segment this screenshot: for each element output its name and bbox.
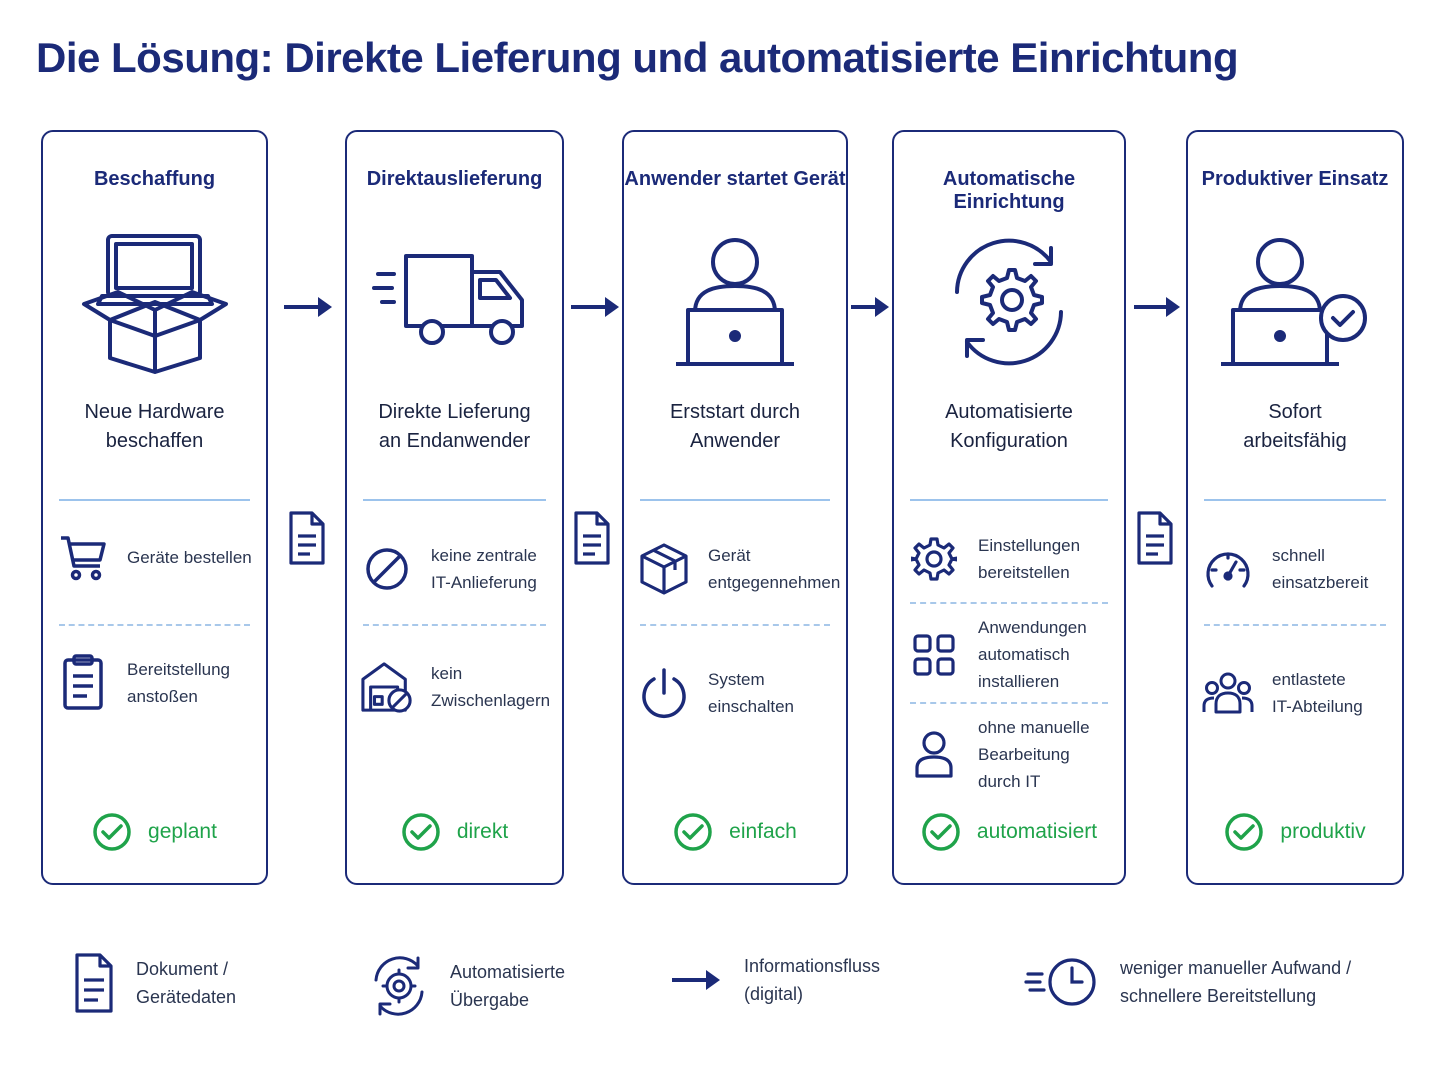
- legend-label: weniger manueller Aufwand / schnellere B…: [1120, 958, 1352, 1006]
- list-item: Geräte bestellen: [57, 532, 256, 582]
- step-heading: Direktauslieferung: [366, 168, 543, 190]
- status-badge: einfach: [624, 812, 846, 852]
- legend-item-flow: Informationsfluss (digital): [670, 952, 880, 1008]
- list-item-text: keine zentrale IT-Anlieferung: [431, 546, 537, 592]
- check-circle-icon: [402, 813, 440, 851]
- step-description: Sofort arbeitsfähig: [1243, 401, 1347, 452]
- list-item: ohne manuelle Bearbeitung durch IT: [908, 714, 1114, 795]
- dashed-separator: [363, 624, 546, 626]
- list-item-text: kein Zwischenlagern: [431, 664, 551, 710]
- legend-label: Informationsfluss (digital): [744, 956, 881, 1004]
- delivery-truck-icon: [347, 227, 562, 377]
- step-description: Erststart durch Anwender: [669, 401, 801, 452]
- speedometer-icon: [1202, 546, 1254, 592]
- user-icon: [908, 730, 960, 780]
- check-circle-icon: [1225, 813, 1264, 851]
- list-item: schnell einsatzbereit: [1202, 542, 1392, 596]
- dashed-separator: [59, 624, 250, 626]
- list-item: kein Zwischenlagern: [361, 659, 552, 715]
- step-card-direktauslieferung: Direktauslieferung Direkte Lieferung an …: [345, 130, 564, 885]
- separator: [910, 499, 1108, 501]
- separator: [363, 499, 546, 501]
- page-title: Die Lösung: Direkte Lieferung und automa…: [36, 34, 1239, 81]
- list-item: Anwendungen automatisch installieren: [908, 614, 1114, 695]
- package-icon: [638, 542, 690, 596]
- laptop-box-icon: [43, 227, 266, 377]
- legend-item-speed: weniger manueller Aufwand / schnellere B…: [1024, 952, 1351, 1012]
- legend-item-document: Dokument / Gerätedaten: [74, 952, 236, 1014]
- step-heading: Anwender startet Gerät: [624, 168, 846, 190]
- status-label: einfach: [729, 820, 797, 843]
- status-badge: geplant: [43, 812, 266, 852]
- list-item-text: schnell einsatzbereit: [1272, 546, 1369, 592]
- check-circle-icon: [922, 813, 960, 851]
- cart-icon: [57, 532, 109, 582]
- dashed-separator: [910, 702, 1108, 704]
- list-item-text: Geräte bestellen: [127, 547, 252, 567]
- step-card-produktiver-einsatz: Produktiver Einsatz Sofort arbeitsfähig …: [1186, 130, 1404, 885]
- dashed-separator: [640, 624, 830, 626]
- gear-icon: [908, 536, 960, 582]
- list-item-text: Anwendungen automatisch installieren: [978, 618, 1087, 691]
- check-circle-icon: [93, 813, 131, 851]
- document-icon: [75, 953, 113, 1013]
- apps-grid-icon: [908, 633, 960, 677]
- arrow-right-icon: [571, 297, 619, 317]
- list-item: Gerät entgegennehmen: [638, 542, 840, 596]
- status-label: geplant: [148, 820, 217, 843]
- step-description: Direkte Lieferung an Endanwender: [378, 401, 531, 452]
- arrow-right-icon: [284, 297, 332, 317]
- status-badge: direkt: [347, 812, 562, 852]
- user-laptop-check-icon: [1188, 227, 1402, 377]
- step-heading: Beschaffung: [93, 168, 216, 190]
- gear-cycle-icon: [374, 956, 424, 1016]
- fast-clock-icon: [1024, 958, 1096, 1006]
- power-icon: [638, 667, 690, 719]
- team-icon: [1202, 672, 1254, 714]
- prohibited-icon: [361, 546, 413, 592]
- document-icon: [574, 511, 610, 565]
- list-item-text: Einstellungen bereitstellen: [978, 536, 1081, 582]
- step-card-anwender-startet: Anwender startet Gerät Erststart durch A…: [622, 130, 848, 885]
- list-item: Bereitstellung anstoßen: [57, 654, 256, 712]
- list-item: Einstellungen bereitstellen: [908, 532, 1114, 586]
- status-label: automatisiert: [976, 820, 1098, 843]
- gear-cycle-icon: [894, 227, 1124, 377]
- status-badge: produktiv: [1188, 812, 1402, 852]
- separator: [1204, 499, 1386, 501]
- legend-label: Automatisierte Übergabe: [450, 962, 566, 1010]
- step-description: Neue Hardware beschaffen: [84, 401, 225, 452]
- arrow-right-icon: [672, 970, 720, 990]
- list-item-text: entlastete IT-Abteilung: [1272, 670, 1363, 716]
- list-item-text: Gerät entgegennehmen: [708, 546, 841, 592]
- list-item-text: Bereitstellung anstoßen: [127, 660, 231, 706]
- step-card-beschaffung: Beschaffung Neue Hardware beschaffen Ger…: [41, 130, 268, 885]
- document-icon: [1137, 511, 1173, 565]
- step-heading: Produktiver Einsatz: [1201, 168, 1389, 190]
- user-laptop-icon: [624, 227, 846, 377]
- list-item: keine zentrale IT-Anlieferung: [361, 542, 552, 596]
- separator: [59, 499, 250, 501]
- status-badge: automatisiert: [894, 812, 1124, 852]
- step-card-automatische-einrichtung: Automatische Einrichtung Automatisierte …: [892, 130, 1126, 885]
- list-item: entlastete IT-Abteilung: [1202, 666, 1392, 720]
- status-label: direkt: [456, 820, 509, 843]
- step-heading: Automatische Einrichtung: [942, 168, 1076, 213]
- list-item: System einschalten: [638, 666, 836, 720]
- legend-label: Dokument / Gerätedaten: [136, 959, 237, 1007]
- legend-item-automation: Automatisierte Übergabe: [370, 952, 565, 1020]
- list-item-text: ohne manuelle Bearbeitung durch IT: [978, 718, 1090, 791]
- status-label: produktiv: [1280, 820, 1366, 843]
- arrow-right-icon: [1134, 297, 1180, 317]
- list-item-text: System einschalten: [708, 670, 795, 716]
- arrow-right-icon: [851, 297, 889, 317]
- warehouse-blocked-icon: [361, 659, 413, 715]
- check-circle-icon: [674, 813, 712, 851]
- separator: [640, 499, 830, 501]
- dashed-separator: [1204, 624, 1386, 626]
- document-icon: [289, 511, 325, 565]
- clipboard-icon: [57, 654, 109, 712]
- dashed-separator: [910, 602, 1108, 604]
- step-description: Automatisierte Konfiguration: [945, 401, 1073, 452]
